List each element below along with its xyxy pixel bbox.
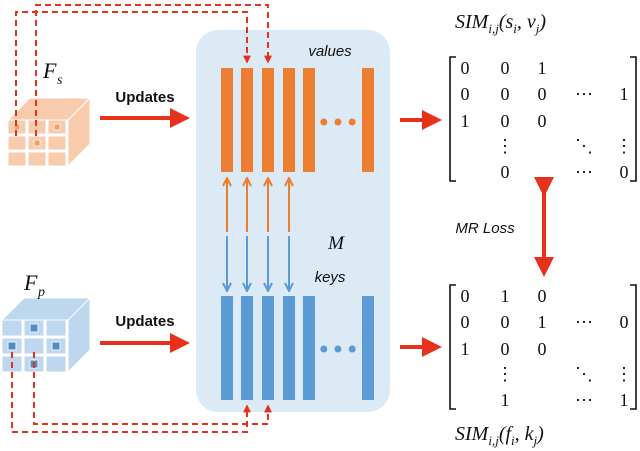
matrix-cell: ⋯	[575, 312, 593, 332]
matrix-cell: ⋯	[575, 390, 593, 410]
matrix-cell: ⋮	[615, 136, 633, 156]
key-slot-4	[283, 296, 295, 400]
matrix-cell: 1	[538, 58, 547, 78]
matrix-cell: 0	[538, 339, 547, 359]
svg-text:SIMi,j(fi, kj): SIMi,j(fi, kj)	[455, 423, 544, 448]
sim-bottom-label: SIMi,j(fi, kj)	[455, 423, 544, 448]
updates-label-top: Updates	[115, 89, 174, 106]
matrix-cell: 0	[461, 286, 470, 306]
matrix-cell: ⋯	[575, 84, 593, 104]
matrix-cell: 0	[501, 84, 510, 104]
svg-text:s: s	[57, 73, 63, 88]
dashed-update-paths	[11, 4, 272, 433]
matrix-cell: 0	[501, 312, 510, 332]
matrix-cell: 1	[461, 339, 470, 359]
svg-text:SIMi,j(si, vj): SIMi,j(si, vj)	[455, 11, 546, 36]
matrix-cell: 0	[501, 339, 510, 359]
value-slot-5	[303, 68, 315, 172]
key-slot-3	[262, 296, 274, 400]
matrix-top: 0 0 1 0 0 0 ⋯ 1 1 0 0 ⋮ ⋱ ⋮ 0 ⋯ 0	[461, 58, 634, 182]
value-slot-last	[362, 68, 374, 172]
matrix-cell: 1	[501, 286, 510, 306]
matrix-cell: 0	[501, 162, 510, 182]
matrix-cell: 0	[538, 286, 547, 306]
svg-text:F: F	[23, 270, 38, 295]
mr-loss-label: MR Loss	[455, 220, 515, 237]
svg-text:F: F	[42, 58, 57, 83]
matrix-cell: 0	[461, 58, 470, 78]
matrix-cell: ⋮	[496, 136, 514, 156]
key-slot-5	[303, 296, 315, 400]
matrix-cell: ⋯	[575, 162, 593, 182]
key-slot-1	[221, 296, 233, 400]
matrix-cell: ⋱	[575, 136, 593, 156]
matrix-cell: 0	[461, 84, 470, 104]
key-slot-2	[241, 296, 253, 400]
values-label: values	[308, 43, 352, 60]
matrix-cell: ⋱	[575, 364, 593, 384]
fs-label: F s	[42, 58, 63, 88]
matrix-cell: 0	[538, 111, 547, 131]
keys-ellipsis: •••	[317, 336, 359, 364]
matrix-cell: 1	[538, 312, 547, 332]
matrix-top-brackets	[449, 56, 637, 182]
svg-text:p: p	[37, 285, 45, 300]
key-slot-last	[362, 296, 374, 400]
matrix-bottom: 0 1 0 0 0 1 ⋯ 0 1 0 0 ⋮ ⋱ ⋮ 1 ⋯ 1	[461, 286, 634, 410]
values-ellipsis: •••	[317, 109, 359, 137]
value-slot-2	[241, 68, 253, 172]
matrix-cell: ⋮	[615, 364, 633, 384]
matrix-cell: ⋮	[496, 364, 514, 384]
memory-label: M	[327, 233, 345, 254]
matrix-cell: 1	[620, 390, 629, 410]
value-bars	[221, 68, 374, 172]
matrix-cell: 0	[538, 84, 547, 104]
fs-feature-cube	[6, 96, 92, 168]
key-bars	[221, 296, 374, 400]
value-slot-1	[221, 68, 233, 172]
matrix-bottom-brackets	[449, 284, 637, 410]
matrix-cell: 0	[461, 312, 470, 332]
fp-feature-cube	[0, 296, 92, 374]
matrix-cell: 1	[461, 111, 470, 131]
sim-top-label: SIMi,j(si, vj)	[455, 11, 546, 36]
matrix-cell: 1	[620, 84, 629, 104]
updates-label-bottom: Updates	[115, 313, 174, 330]
fp-label: F p	[23, 270, 45, 300]
matrix-cell: 0	[620, 312, 629, 332]
key-value-links	[227, 179, 289, 290]
matrix-cell: 0	[620, 162, 629, 182]
value-slot-3	[262, 68, 274, 172]
matrix-cell: 0	[501, 58, 510, 78]
value-slot-4	[283, 68, 295, 172]
matrix-cell: 0	[501, 111, 510, 131]
keys-label: keys	[315, 269, 346, 286]
matrix-cell: 1	[501, 390, 510, 410]
